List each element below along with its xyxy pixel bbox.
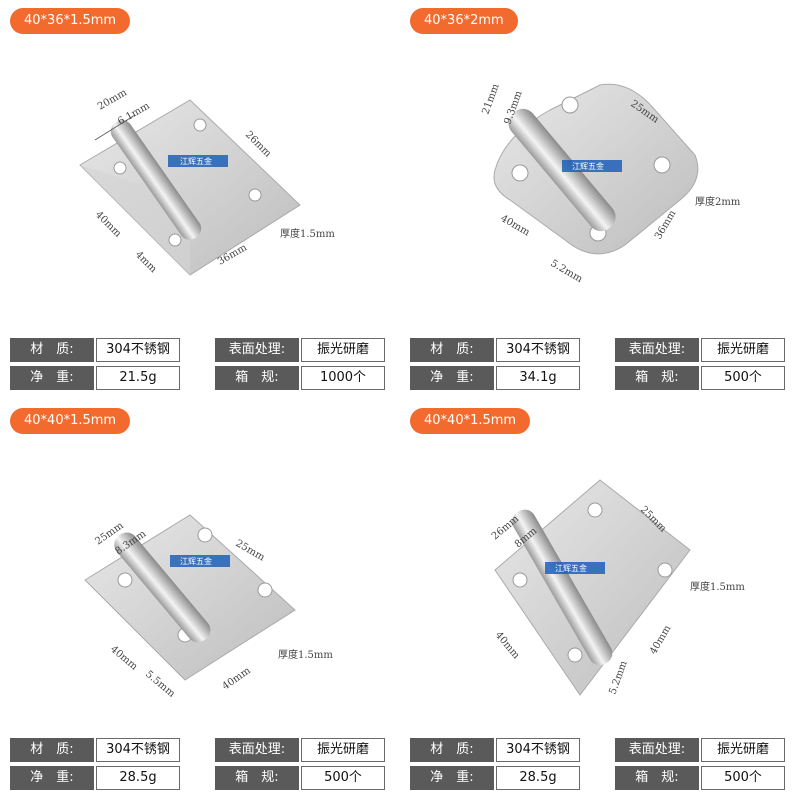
size-badge: 40*36*1.5mm: [10, 8, 131, 34]
dim-small: 5.5mm: [143, 669, 177, 700]
hinge-image: 江辉五金 26mm 8mm 25mm 40mm 5.2mm 40mm 厚度1.5…: [490, 479, 745, 696]
svg-text:江辉五金: 江辉五金: [555, 563, 587, 573]
dim-left: 40mm: [93, 209, 124, 240]
dim-thickness: 厚度1.5mm: [280, 227, 335, 240]
spec-box: 箱 规: 1000个: [215, 366, 385, 390]
hinge-image: 江辉五金 20mm 6.1mm 26mm 40mm 4mm 36mm 厚度1.5…: [79, 87, 335, 276]
logo-text: 江辉五金: [180, 156, 212, 166]
spec-material: 材 质: 304不锈钢: [10, 338, 180, 362]
dim-top2: 6.1mm: [116, 100, 152, 127]
svg-text:江辉五金: 江辉五金: [572, 161, 604, 171]
spec-weight: 净 重: 28.5g: [410, 766, 580, 790]
dim-small: 4mm: [133, 249, 159, 275]
product-card-1: 40*36*1.5mm 江辉五金 20mm 6.1mm 26mm 40mm 4m…: [0, 0, 400, 400]
product-card-4: 40*40*1.5mm 江辉五金 26mm 8mm 25mm 40mm 5.2m…: [400, 400, 800, 800]
spec-table: 材 质: 304不锈钢 表面处理: 振光研磨 净 重: 28.5g 箱 规: 5…: [410, 738, 794, 794]
spec-weight: 净 重: 34.1g: [410, 366, 580, 390]
dim-thickness: 厚度2mm: [695, 195, 741, 208]
spec-weight: 净 重: 28.5g: [10, 766, 180, 790]
dim-left: 40mm: [108, 644, 140, 673]
spec-box: 箱 规: 500个: [615, 766, 785, 790]
spec-material: 材 质: 304不锈钢: [410, 738, 580, 762]
dim-bottom: 40mm: [648, 623, 674, 656]
product-card-3: 40*40*1.5mm 江辉五金 25mm 8.3mm 25mm 40mm 5.…: [0, 400, 400, 800]
hinge-image: 江辉五金 25mm 8.3mm 25mm 40mm 5.5mm 40mm 厚度1…: [84, 514, 333, 700]
spec-finish: 表面处理: 振光研磨: [615, 738, 785, 762]
size-badge: 40*40*1.5mm: [410, 408, 531, 434]
dim-top1: 21mm: [480, 82, 501, 116]
hinge-image: 江辉五金 21mm 9.3mm 25mm 40mm 5.2mm 36mm 厚度2…: [480, 82, 741, 285]
spec-box: 箱 规: 500个: [215, 766, 385, 790]
dim-top1: 20mm: [96, 87, 129, 113]
spec-material: 材 质: 304不锈钢: [410, 338, 580, 362]
spec-material: 材 质: 304不锈钢: [10, 738, 180, 762]
size-badge: 40*40*1.5mm: [10, 408, 131, 434]
product-card-2: 40*36*2mm 江辉五金 21mm 9.3mm 25mm 40mm 5.2m…: [400, 0, 800, 400]
dim-left: 40mm: [493, 630, 522, 662]
dim-small: 5.2mm: [607, 659, 629, 696]
spec-table: 材 质: 304不锈钢 表面处理: 振光研磨 净 重: 21.5g 箱 规: 1…: [10, 338, 394, 394]
spec-weight: 净 重: 21.5g: [10, 366, 180, 390]
spec-table: 材 质: 304不锈钢 表面处理: 振光研磨 净 重: 34.1g 箱 规: 5…: [410, 338, 794, 394]
dim-left: 40mm: [499, 213, 532, 239]
svg-text:江辉五金: 江辉五金: [180, 556, 212, 566]
spec-box: 箱 规: 500个: [615, 366, 785, 390]
size-badge: 40*36*2mm: [410, 8, 518, 34]
spec-finish: 表面处理: 振光研磨: [615, 338, 785, 362]
spec-finish: 表面处理: 振光研磨: [215, 738, 385, 762]
dim-bottom: 40mm: [220, 665, 253, 692]
dim-thickness: 厚度1.5mm: [278, 648, 333, 661]
spec-finish: 表面处理: 振光研磨: [215, 338, 385, 362]
dim-thickness: 厚度1.5mm: [690, 580, 745, 593]
dim-small: 5.2mm: [549, 258, 585, 285]
spec-table: 材 质: 304不锈钢 表面处理: 振光研磨 净 重: 28.5g 箱 规: 5…: [10, 738, 394, 794]
